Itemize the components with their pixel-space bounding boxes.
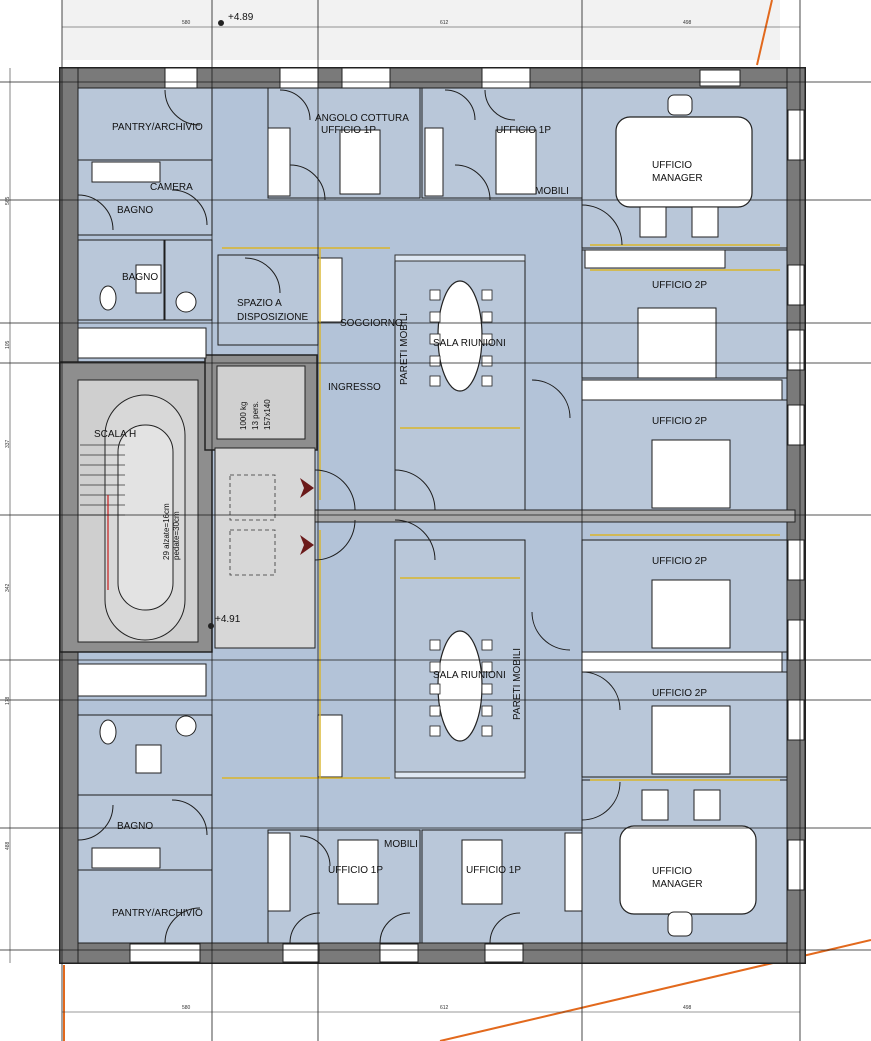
manager-table-top [615, 116, 753, 208]
toilet-right [175, 291, 197, 313]
label-mobili-top: MOBILI [535, 186, 569, 197]
label-manager-bottom-2: MANAGER [652, 879, 703, 890]
level-landing: +4.91 [215, 614, 241, 625]
label-ufficio1p-bottom-a: UFFICIO 1P [328, 865, 383, 876]
dimension-lines [9, 26, 800, 1013]
label-manager-bottom-1: UFFICIO [652, 866, 692, 877]
level-marker-top-icon [218, 20, 224, 26]
label-ingresso: INGRESSO [328, 382, 381, 393]
manager-guest-chair-3 [641, 789, 669, 821]
dim-left-1: 565 [5, 196, 11, 205]
dim-top-2: 612 [440, 20, 449, 26]
label-spazio-1: SPAZIO A [237, 298, 282, 309]
label-pantry-bottom: PANTRY/ARCHIVIO [112, 908, 203, 919]
landing [214, 447, 316, 649]
landing-dashed [229, 474, 276, 576]
dim-top-3: 498 [683, 20, 692, 26]
label-bagno-small: BAGNO [122, 272, 158, 283]
label-lift-3: 157x140 [263, 399, 272, 430]
label-pareti-mobili-1: PARETI MOBILI [399, 313, 410, 385]
meeting-table-top [437, 280, 483, 392]
label-scala: SCALA H [94, 429, 136, 440]
level-marker-landing-icon [208, 623, 214, 629]
manager-guest-chair-2 [691, 206, 719, 238]
label-soggiorno: SOGGIORNO [340, 318, 403, 329]
label-manager-top-2: MANAGER [652, 173, 703, 184]
label-spazio-2: DISPOSIZIONE [237, 312, 308, 323]
dim-top-1: 580 [182, 20, 191, 26]
label-lift-2: 13 pers. [251, 401, 260, 430]
dim-left-4: 342 [5, 583, 11, 592]
entry-arrow-bottom [300, 535, 314, 555]
label-pantry-top: PANTRY/ARCHIVIO [112, 122, 203, 133]
site-boundary-top-right [756, 0, 773, 66]
label-ufficio2p-1: UFFICIO 2P [652, 280, 707, 291]
dim-left-2: 105 [5, 340, 11, 349]
movable-wall-top [394, 254, 526, 262]
dim-bottom-3: 498 [683, 1005, 692, 1011]
label-bagno-bottom: BAGNO [117, 821, 153, 832]
kitchenette-strip-bottom [77, 663, 207, 697]
movable-wall-bottom [394, 771, 526, 779]
manager-chair-bottom [667, 911, 693, 937]
dim-bottom-2: 612 [440, 1005, 449, 1011]
shower-tray-bottom [135, 744, 162, 774]
label-lift-1: 1000 kg [239, 402, 248, 430]
central-partition [314, 509, 796, 523]
windows-bottom [129, 943, 524, 963]
label-camera: CAMERA [150, 182, 193, 193]
meeting-chairs [429, 289, 493, 737]
label-stairs-1: 29 alzate=16cm [162, 503, 171, 560]
label-pareti-mobili-2: PARETI MOBILI [512, 648, 523, 720]
shower-tray-top [135, 264, 162, 294]
label-stairs-2: pedate=30cm [172, 511, 181, 560]
label-sala-riunioni-2: SALA RIUNIONI [433, 670, 506, 681]
label-mobili-bottom: MOBILI [384, 839, 418, 850]
desks [337, 129, 731, 905]
label-bagno-top: BAGNO [117, 205, 153, 216]
label-ufficio1p-top-a: UFFICIO 1P [321, 125, 376, 136]
kitchenette-strip-top [77, 327, 207, 359]
lift-cabin [216, 365, 306, 440]
label-ufficio1p-top-b: UFFICIO 1P [496, 125, 551, 136]
label-ufficio2p-2: UFFICIO 2P [652, 416, 707, 427]
toilet-top [99, 285, 117, 311]
exterior-top-area [62, 0, 780, 60]
manager-guest-chair-4 [693, 789, 721, 821]
label-angolo: ANGOLO COTTURA [315, 113, 409, 124]
dim-left-6: 488 [5, 841, 11, 850]
dim-bottom-1: 580 [182, 1005, 191, 1011]
toilet-bottom-right [175, 715, 197, 737]
dim-left-3: 337 [5, 439, 11, 448]
label-manager-top-1: UFFICIO [652, 160, 692, 171]
manager-guest-chair-1 [639, 206, 667, 238]
level-top: +4.89 [228, 12, 254, 23]
washbasin-counter-top [91, 161, 161, 183]
label-sala-riunioni-1: SALA RIUNIONI [433, 338, 506, 349]
dim-left-5: 178 [5, 696, 11, 705]
label-ufficio1p-bottom-b: UFFICIO 1P [466, 865, 521, 876]
washbasin-counter-bottom [91, 847, 161, 869]
meeting-table-bottom [437, 630, 483, 742]
manager-chair-top [667, 94, 693, 116]
label-ufficio2p-4: UFFICIO 2P [652, 688, 707, 699]
doors [77, 89, 623, 944]
entry-arrow-top [300, 478, 314, 498]
toilet-bottom-left [99, 719, 117, 745]
label-ufficio2p-3: UFFICIO 2P [652, 556, 707, 567]
stair-inner [117, 424, 174, 611]
cabinets [267, 127, 783, 912]
